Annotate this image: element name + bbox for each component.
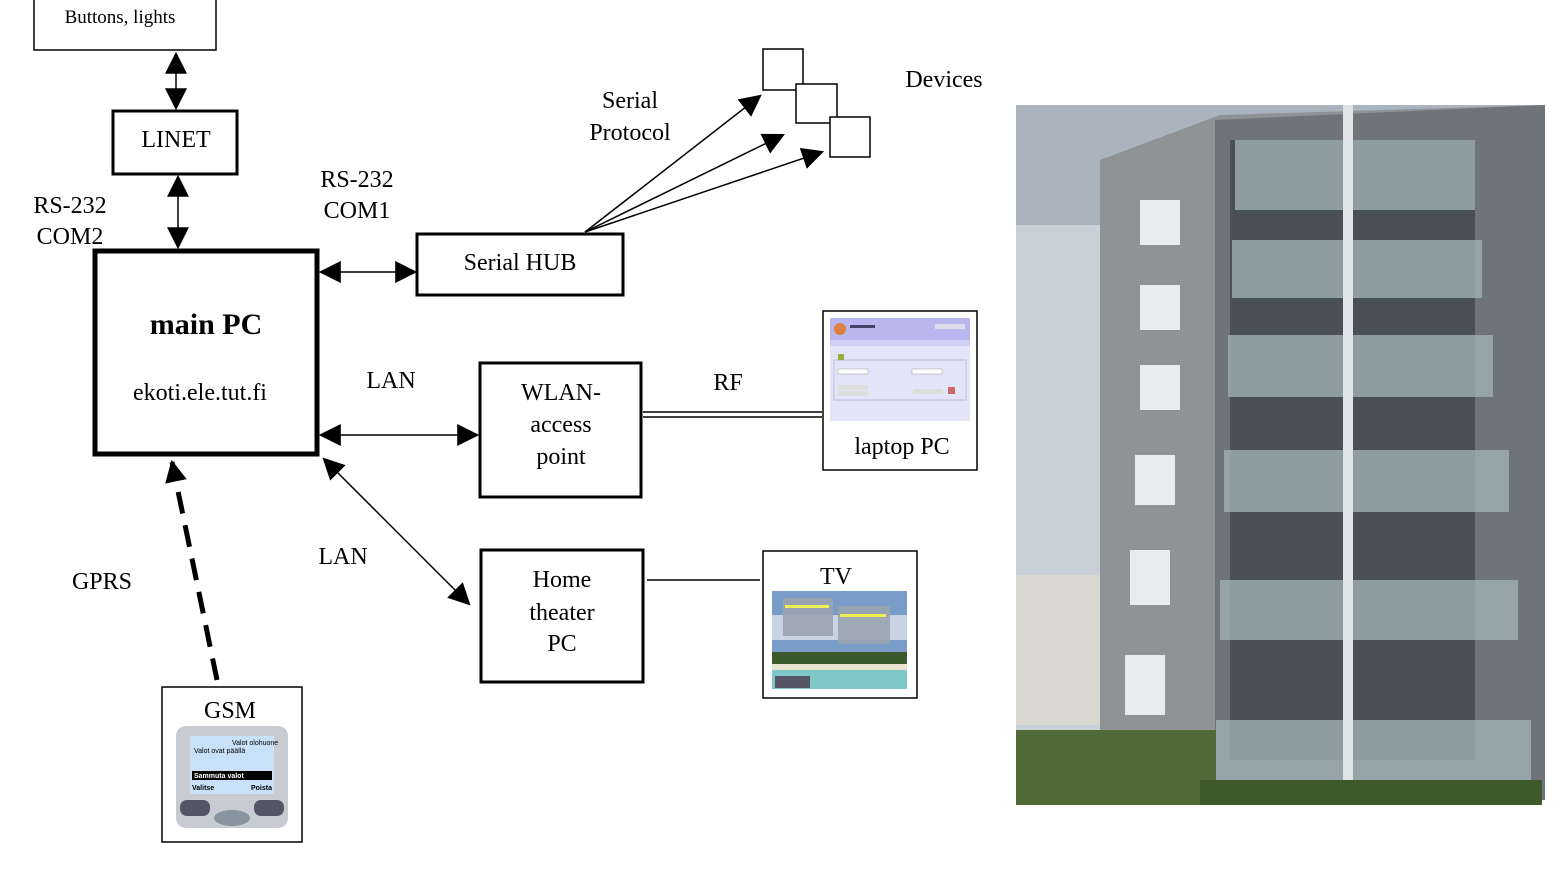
rs232-com2-label-2: COM2 bbox=[37, 224, 104, 250]
serial-line-3 bbox=[584, 147, 825, 233]
rs232-com1-label-2: COM1 bbox=[324, 198, 391, 224]
lan-label-ht: LAN bbox=[318, 544, 367, 570]
home-theater-label-2: theater bbox=[529, 600, 594, 626]
mainpc-ht-arrow bbox=[322, 457, 471, 606]
lan-label-wlan: LAN bbox=[366, 368, 415, 394]
tv-screenshot bbox=[772, 591, 907, 689]
devices-label: Devices bbox=[905, 67, 982, 93]
main-pc-title: main PC bbox=[150, 308, 263, 341]
home-theater-label-3: PC bbox=[547, 631, 576, 657]
linet-node: LINET bbox=[111, 109, 239, 176]
tv-node: TV bbox=[762, 550, 918, 699]
laptop-pc-node: laptop PC bbox=[822, 310, 978, 471]
serial-line-2 bbox=[584, 133, 785, 233]
rf-label: RF bbox=[713, 370, 742, 396]
gsm-softkey-right: Poista bbox=[251, 785, 272, 792]
wlan-label-3: point bbox=[536, 444, 586, 470]
gsm-screen-line: Valot ovat päällä bbox=[194, 748, 245, 755]
home-theater-pc-node: Home theater PC bbox=[479, 548, 645, 684]
wlan-access-point-node: WLAN- access point bbox=[478, 361, 643, 499]
wlan-label-2: access bbox=[530, 412, 591, 438]
devices-group: Devices bbox=[762, 48, 983, 158]
linet-label: LINET bbox=[141, 127, 211, 153]
gsm-softkey-left: Valitse bbox=[192, 785, 214, 792]
main-pc-node: main PC ekoti.ele.tut.fi bbox=[92, 248, 320, 457]
gsm-screen-selected: Sammuta valot bbox=[194, 773, 244, 780]
rs232-com1-label-1: RS-232 bbox=[320, 167, 393, 193]
tv-label: TV bbox=[820, 564, 853, 590]
serial-protocol-label-2: Protocol bbox=[589, 120, 671, 146]
wlan-label-1: WLAN- bbox=[521, 380, 601, 406]
laptop-pc-label: laptop PC bbox=[854, 434, 949, 460]
gprs-label: GPRS bbox=[72, 569, 132, 595]
gsm-screen-header: Valot olohuone bbox=[232, 740, 278, 747]
serial-protocol-label-1: Serial bbox=[602, 88, 658, 114]
gsm-node: GSM Valot olohuone Valot ovat päällä Sam… bbox=[161, 686, 303, 843]
main-pc-host: ekoti.ele.tut.fi bbox=[133, 380, 267, 406]
gsm-mainpc-gprs-link bbox=[165, 459, 220, 681]
apartment-building-photo bbox=[1016, 105, 1545, 805]
serial-hub-node: Serial HUB bbox=[415, 232, 625, 297]
buttons-lights-node: Buttons, lights bbox=[33, 0, 217, 51]
gsm-label: GSM bbox=[204, 698, 256, 724]
rs232-com2-label-1: RS-232 bbox=[33, 193, 106, 219]
gsm-phone-picture: Valot olohuone Valot ovat päällä Sammuta… bbox=[176, 726, 288, 828]
home-theater-label-1: Home bbox=[533, 567, 592, 593]
laptop-screenshot bbox=[830, 318, 970, 421]
serial-hub-label: Serial HUB bbox=[464, 250, 577, 276]
serial-line-1 bbox=[584, 94, 762, 233]
buttons-lights-label: Buttons, lights bbox=[65, 7, 176, 28]
